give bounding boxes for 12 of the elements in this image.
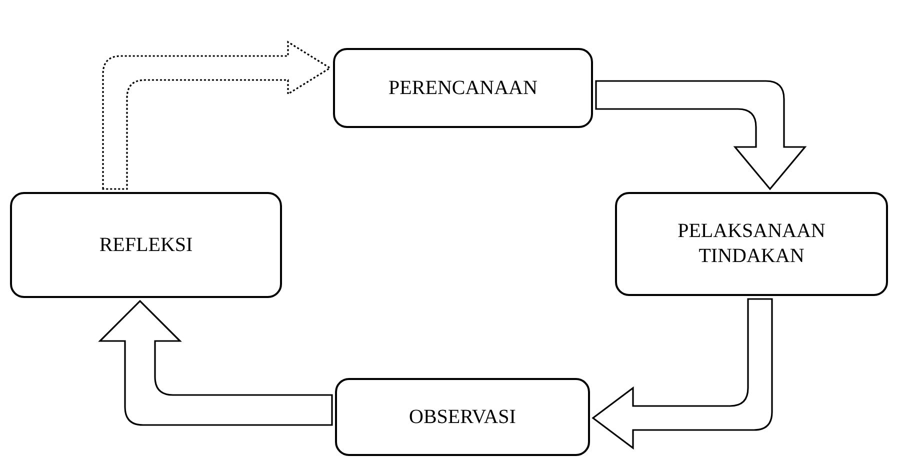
box-label: PERENCANAAN	[388, 76, 538, 100]
box-label: OBSERVASI	[409, 404, 516, 430]
box-label: PELAKSANAAN TINDAKAN	[676, 219, 826, 269]
block-arrow	[592, 298, 773, 449]
block-arrow	[595, 80, 806, 190]
block-arrow	[102, 41, 331, 190]
process-box	[333, 48, 593, 128]
box-label: REFLEKSI	[99, 232, 193, 258]
process-box	[615, 192, 888, 296]
process-box	[10, 192, 282, 298]
block-arrow	[99, 300, 333, 426]
process-box	[335, 378, 590, 456]
